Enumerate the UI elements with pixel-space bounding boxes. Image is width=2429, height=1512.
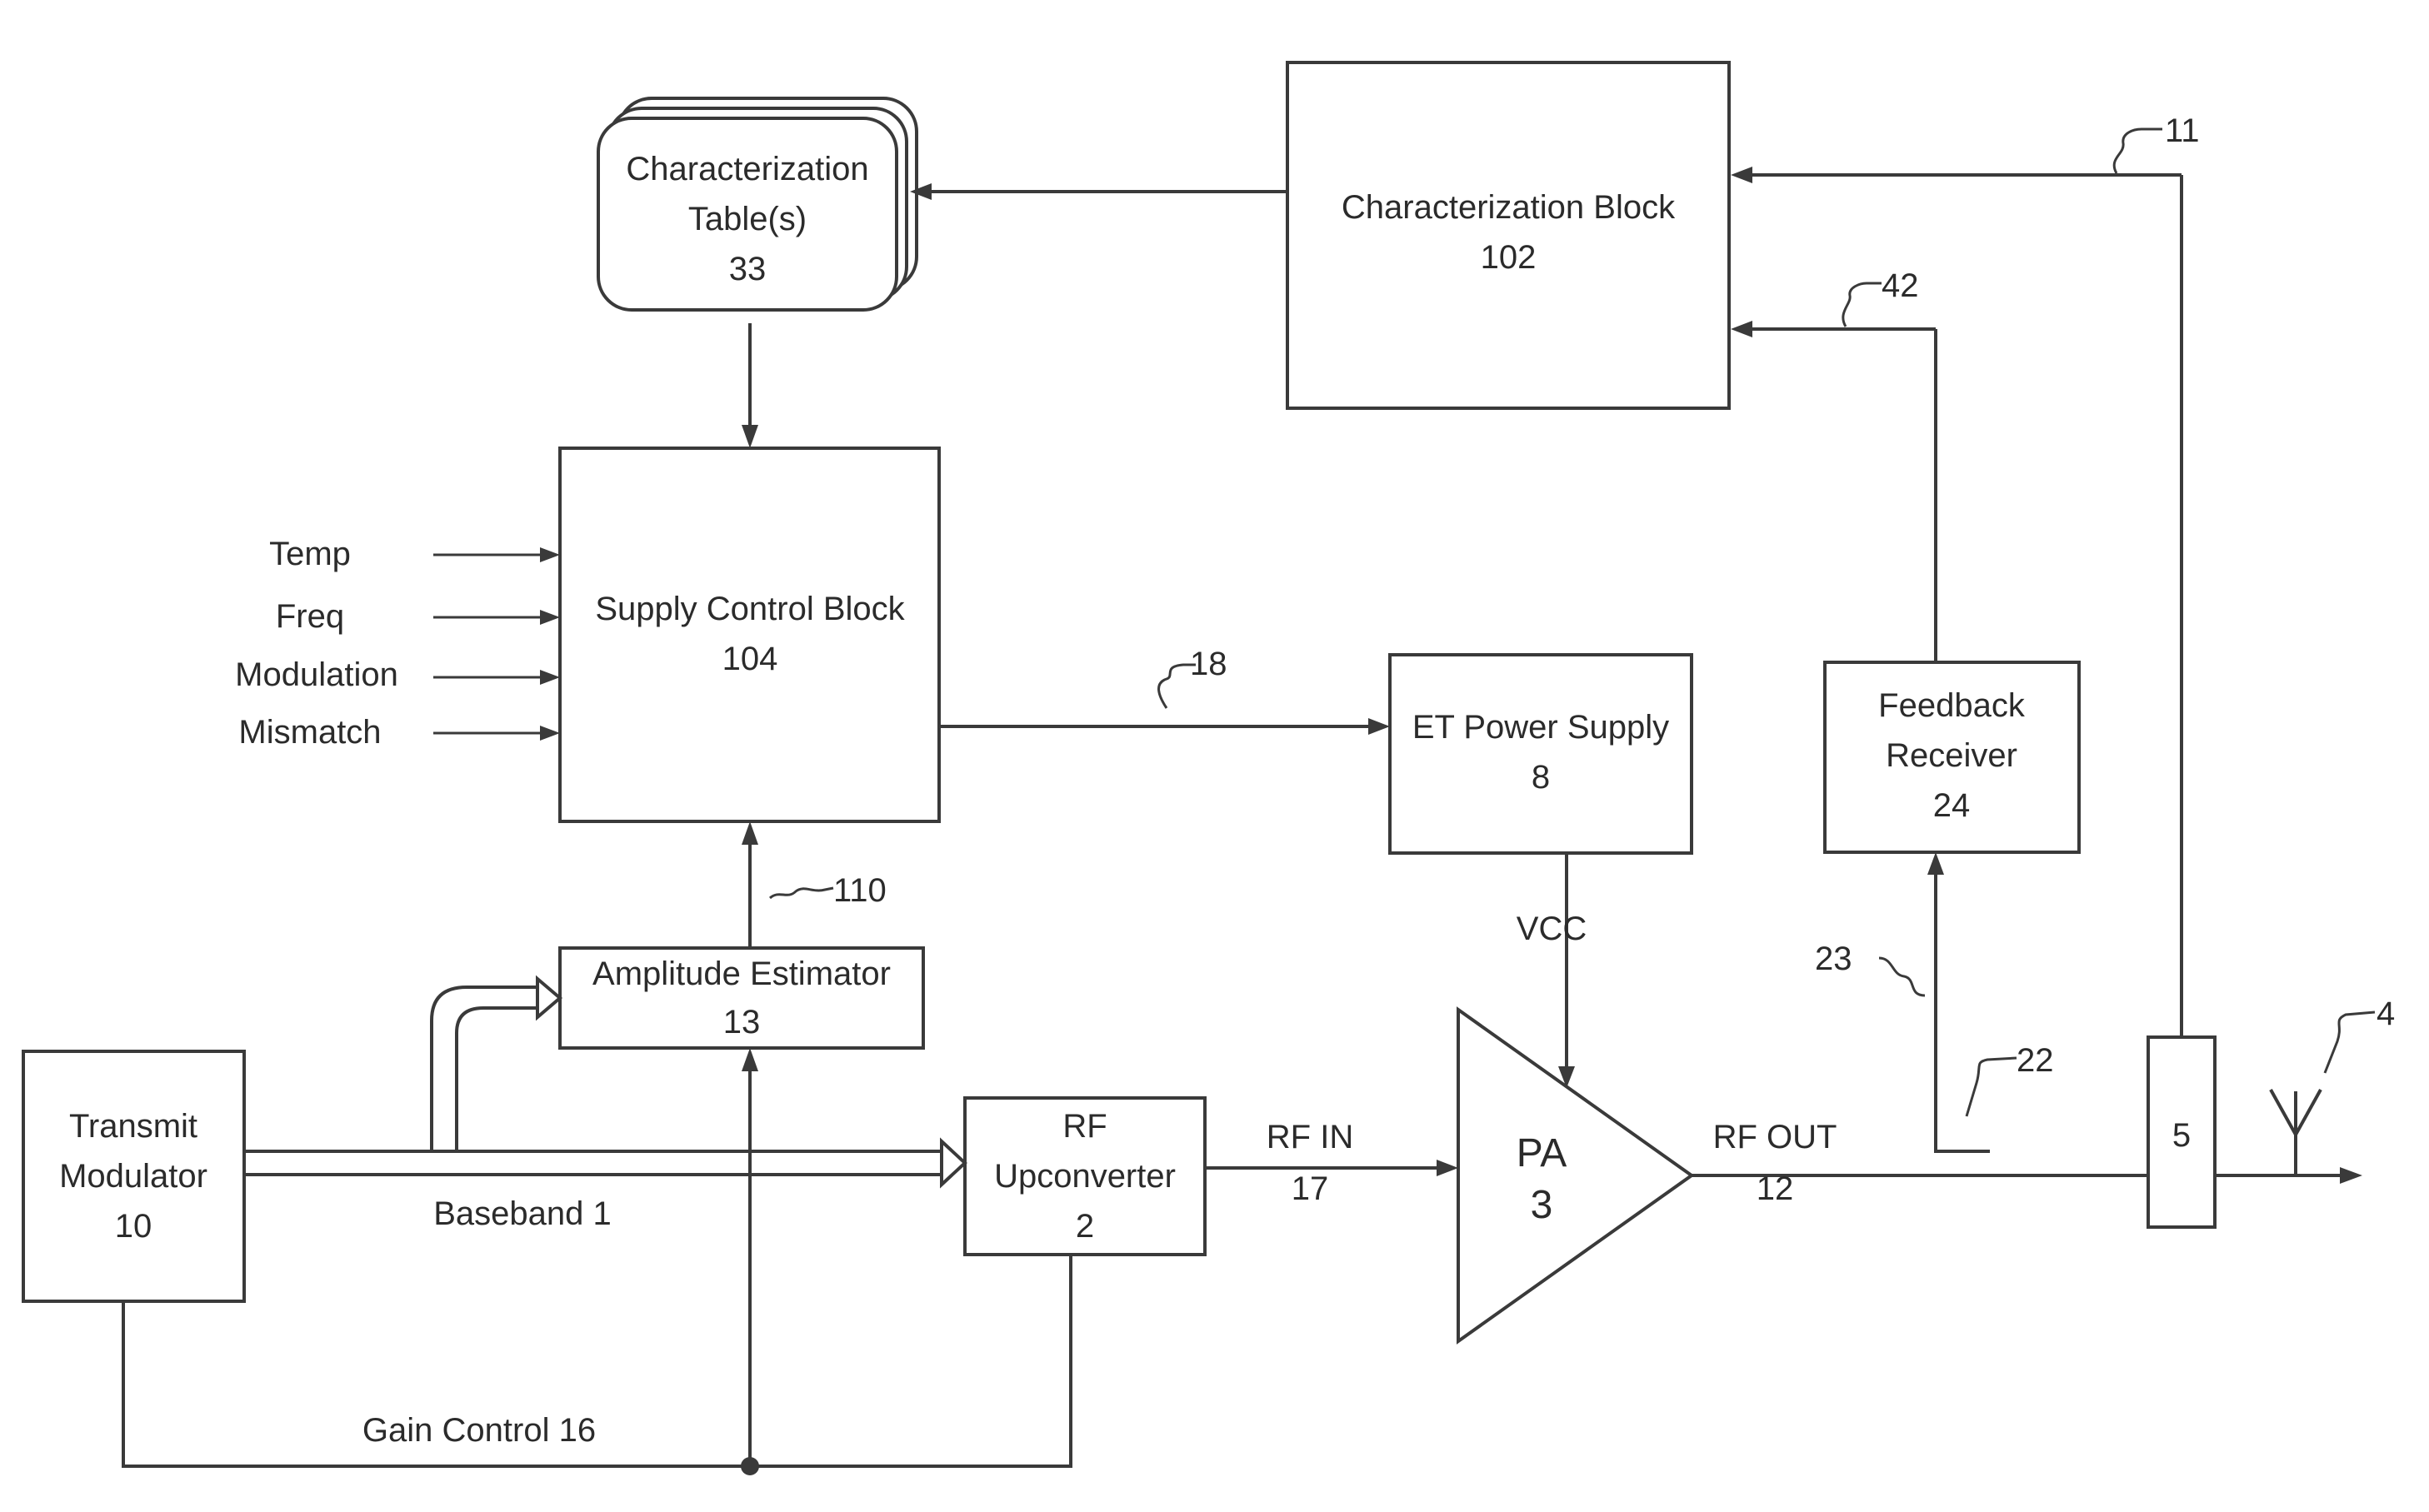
- input-arrows: [433, 547, 560, 741]
- characterization-block-number: 102: [1481, 239, 1537, 276]
- rf-upconverter-number: 2: [1076, 1208, 1094, 1245]
- transmit-modulator-label-1: Transmit: [69, 1108, 197, 1145]
- arrowhead-char-42: [1731, 321, 1752, 337]
- supply-control-block-label: Supply Control Block: [595, 591, 905, 627]
- arrowhead-et-in: [1368, 718, 1390, 735]
- characterization-table-number: 33: [729, 251, 767, 287]
- transmit-modulator-number: 10: [115, 1208, 152, 1245]
- feedback-receiver-number: 24: [1933, 787, 1971, 824]
- rf-out-number: 12: [1757, 1170, 1794, 1207]
- rf-in-label: RF IN: [1267, 1119, 1353, 1155]
- power-amplifier-triangle: PA 3: [1458, 1010, 1692, 1341]
- arrowhead-char-11: [1731, 167, 1752, 183]
- ref-22-squiggle: [1967, 1058, 2017, 1116]
- antenna-icon: [2271, 1090, 2321, 1175]
- rf-out-label: RF OUT: [1713, 1119, 1837, 1155]
- feedback-in-wire: [1936, 868, 1990, 1151]
- gain-control-junction-dot: [741, 1457, 759, 1475]
- ref-18-label: 18: [1190, 646, 1227, 682]
- transmit-modulator-label-2: Modulator: [59, 1158, 207, 1195]
- characterization-block: Characterization Block 102: [1287, 62, 1729, 408]
- arrowhead-out: [2340, 1167, 2362, 1184]
- ref-110-squiggle: [770, 888, 833, 898]
- ref-4-label: 4: [2377, 996, 2395, 1032]
- rf-upconverter-label-2: Upconverter: [994, 1158, 1176, 1195]
- baseband-bus: [244, 1141, 965, 1185]
- ref-4-squiggle: [2325, 1012, 2375, 1073]
- characterization-block-label: Characterization Block: [1342, 189, 1676, 226]
- input-mismatch-label: Mismatch: [238, 714, 381, 751]
- baseband-branch-bus: [432, 979, 560, 1151]
- ref-22-label: 22: [2017, 1042, 2054, 1079]
- ref-110-label: 110: [833, 872, 887, 909]
- characterization-table-block: Characterization Table(s) 33: [598, 98, 917, 310]
- baseband-label: Baseband 1: [433, 1195, 612, 1232]
- feedback-receiver-block: Feedback Receiver 24: [1825, 662, 2079, 852]
- arrowhead-supply-top: [742, 425, 758, 448]
- ref-11-squiggle: [2114, 129, 2162, 173]
- input-modulation-label: Modulation: [235, 656, 398, 693]
- et-power-supply-label: ET Power Supply: [1412, 709, 1669, 746]
- ref-11-label: 11: [2165, 112, 2200, 149]
- ref-42-label: 42: [1882, 267, 1919, 304]
- arrowhead-supply-bottom: [742, 821, 758, 845]
- characterization-table-label-2: Table(s): [688, 201, 807, 237]
- gain-control-loop: [123, 1048, 1071, 1475]
- ref-42-squiggle: [1843, 283, 1882, 327]
- ref-23-squiggle: [1879, 958, 1925, 996]
- coupler-number: 5: [2172, 1117, 2191, 1154]
- characterization-table-label-1: Characterization: [626, 151, 868, 187]
- rf-upconverter-block: RF Upconverter 2: [965, 1098, 1205, 1255]
- pa-number: 3: [1531, 1183, 1553, 1227]
- pa-label: PA: [1517, 1131, 1567, 1175]
- arrowhead-feedback-in: [1927, 852, 1944, 875]
- input-temp-label: Temp: [269, 536, 351, 572]
- feedback-receiver-label-2: Receiver: [1886, 737, 2017, 774]
- gain-control-label: Gain Control 16: [362, 1412, 596, 1449]
- vcc-label: VCC: [1517, 911, 1587, 947]
- ref-23-label: 23: [1815, 941, 1852, 977]
- coupler-block: 5: [2148, 1037, 2215, 1227]
- et-power-supply-block: ET Power Supply 8: [1390, 655, 1692, 853]
- rf-upconverter-label-1: RF: [1062, 1108, 1107, 1145]
- feedback-receiver-label-1: Feedback: [1878, 687, 2026, 724]
- amplitude-estimator-number: 13: [723, 1004, 761, 1040]
- amplitude-estimator-label: Amplitude Estimator: [592, 956, 891, 992]
- et-power-supply-number: 8: [1532, 759, 1550, 796]
- input-freq-label: Freq: [276, 598, 344, 635]
- supply-control-block-number: 104: [722, 641, 778, 677]
- arrowhead-rf-in: [1437, 1160, 1458, 1176]
- transmit-modulator-block: Transmit Modulator 10: [23, 1051, 244, 1301]
- amplitude-estimator-block: Amplitude Estimator 13: [560, 948, 923, 1048]
- supply-control-block: Supply Control Block 104: [560, 448, 939, 821]
- rf-in-number: 17: [1292, 1170, 1329, 1207]
